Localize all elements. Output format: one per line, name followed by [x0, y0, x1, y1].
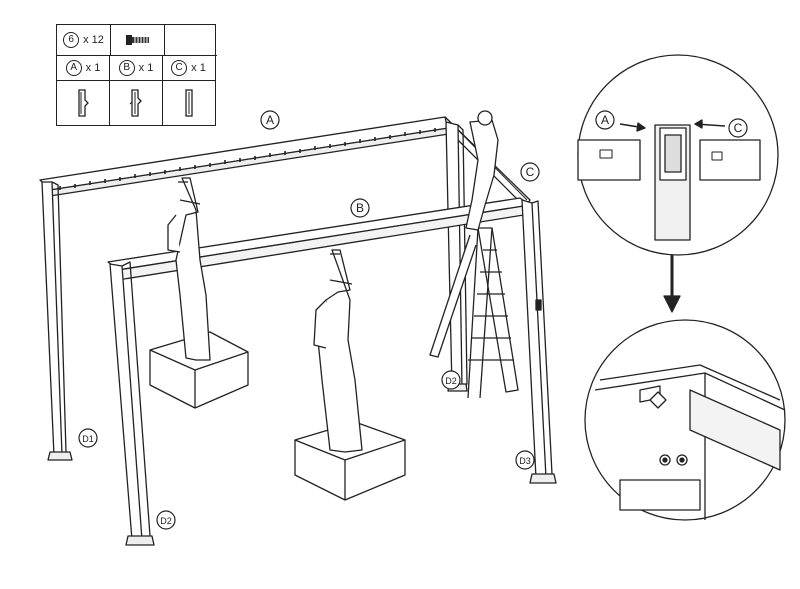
post-d2-front: [109, 261, 155, 546]
svg-text:A: A: [266, 113, 274, 127]
screw-picture-cell: [111, 25, 165, 55]
detail-arrow-right: [694, 119, 726, 129]
part-b-cell: B x 1: [110, 56, 163, 80]
detail-arrow-left: [619, 122, 646, 132]
label-beam-a: A: [260, 110, 280, 130]
part-b-badge: B: [118, 60, 135, 76]
down-arrow: [663, 255, 681, 313]
svg-text:C: C: [526, 165, 535, 179]
part-a-qty: x 1: [85, 62, 101, 74]
table-divider-right: [165, 55, 217, 56]
part-b-picture: [110, 81, 163, 125]
table-divider-2: [57, 80, 215, 81]
parts-table: 6 x 12 A x 1 B x 1 C: [56, 24, 217, 126]
part-c-badge: C: [171, 60, 188, 76]
detail-circle-top: [577, 54, 779, 256]
svg-text:C: C: [734, 121, 743, 135]
part-c-cell: C x 1: [163, 56, 214, 80]
svg-text:A: A: [601, 113, 609, 127]
screw-icon: [125, 35, 149, 45]
label-post-d2-front: D2: [156, 510, 176, 530]
part-b-qty: x 1: [138, 62, 154, 74]
part-a-cell: A x 1: [57, 56, 110, 80]
svg-text:D2: D2: [160, 516, 172, 526]
part-c-picture: [163, 81, 214, 125]
part-c-qty: x 1: [191, 62, 206, 74]
bracket-a-icon: [78, 89, 89, 117]
ladder: [429, 227, 519, 399]
screw-qty: x 12: [83, 34, 104, 46]
label-post-d1: D1: [78, 428, 98, 448]
label-detail-c: C: [728, 118, 748, 138]
svg-text:D3: D3: [519, 456, 531, 466]
detail-circle-bottom: [584, 319, 786, 521]
label-beam-c: C: [520, 162, 540, 182]
label-beam-b: B: [350, 198, 370, 218]
svg-text:D1: D1: [82, 434, 94, 444]
post-d3: [521, 199, 557, 484]
bracket-b-icon: [129, 89, 142, 117]
screw-id-badge: 6: [63, 32, 80, 48]
label-detail-a: A: [595, 110, 615, 130]
screw-count-cell: 6 x 12: [57, 25, 111, 55]
worker-ladder: [465, 110, 499, 231]
label-post-d3: D3: [515, 450, 535, 470]
worker-middle: [294, 249, 406, 501]
part-a-picture: [57, 81, 110, 125]
post-d1: [41, 181, 73, 461]
screw-row: 6 x 12: [57, 25, 165, 55]
worker-left: [149, 177, 249, 409]
svg-text:D2: D2: [445, 376, 457, 386]
part-picture-row: [57, 81, 214, 125]
table-divider: [57, 55, 165, 56]
bracket-c-icon: [184, 89, 193, 117]
part-id-row: A x 1 B x 1 C x 1: [57, 56, 214, 80]
part-a-badge: A: [65, 60, 82, 76]
label-post-d2-back: D2: [441, 370, 461, 390]
svg-text:B: B: [356, 201, 364, 215]
beam-a: [39, 116, 456, 197]
